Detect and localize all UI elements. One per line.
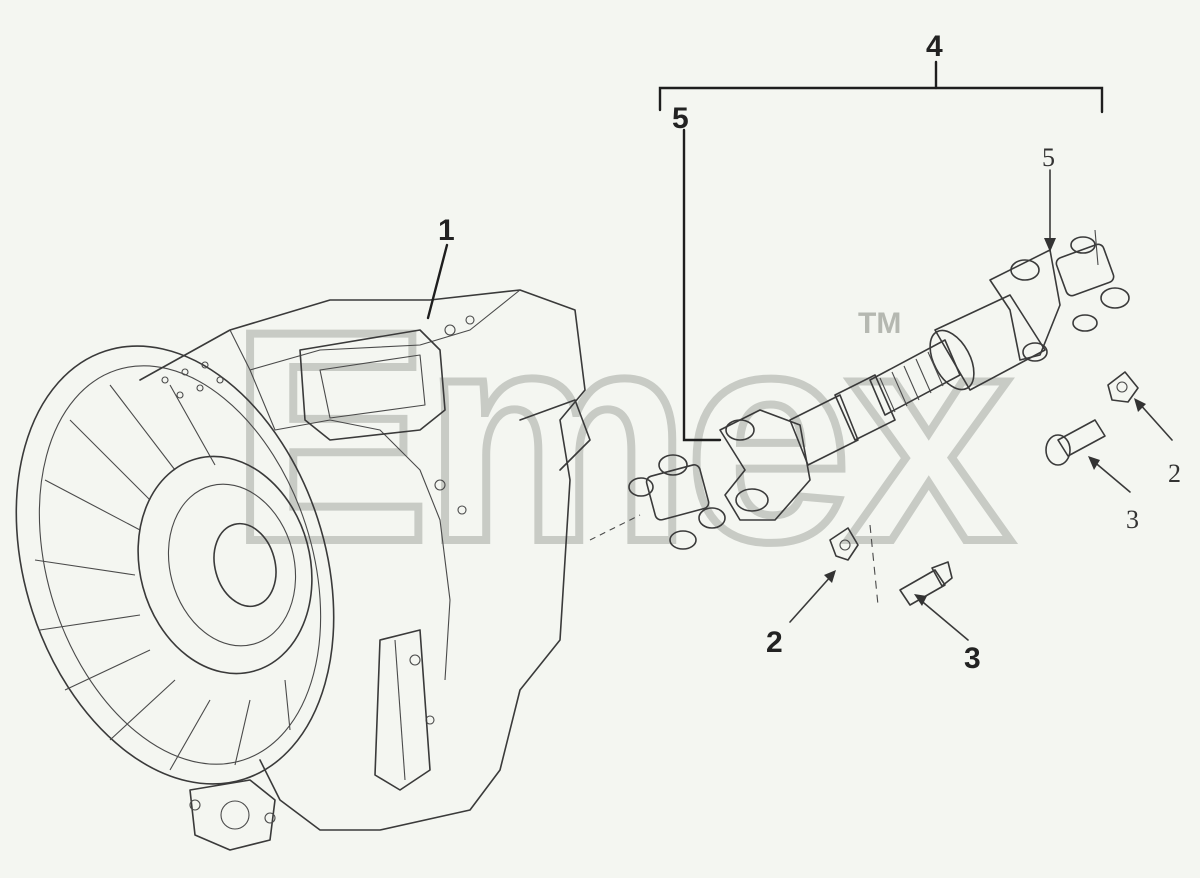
callout-5-left: 5 [672,102,689,135]
watermark-trademark: TM [858,307,901,340]
bolt-right [1057,419,1106,457]
fasteners [829,371,1139,606]
lock-plate-right [1107,371,1139,403]
input-shaft-bore [213,522,277,608]
case-side-edge [249,369,451,681]
case-body-outline [139,289,586,831]
bolt-holes [161,315,475,725]
leader-5a [682,128,722,442]
leaders [426,60,1173,641]
bell-housing-inner-rim [38,365,322,765]
leader-2b [1137,401,1173,441]
rear-yoke-ear-top [1010,259,1040,281]
front-cover [137,455,313,675]
front-yoke [719,409,811,521]
callout-2-lower: 2 [766,626,783,659]
rear-output-boss [519,399,591,471]
bell-housing-ribs [34,384,291,771]
spline-section [869,339,961,416]
rear-yoke-ear-bottom [1022,342,1048,362]
yoke-ear-top [725,419,755,441]
assembly-bracket [658,86,1104,114]
callout-labels: 1 4 5 5 2 3 2 3 [438,30,1181,675]
bolt-lower [899,569,946,606]
lock-plate-lower [829,527,859,561]
stub-shaft [789,394,859,466]
transmission-housing [15,289,591,851]
assembly-axis-line [589,514,641,541]
callout-4: 4 [926,30,943,63]
leader-1 [426,243,449,320]
callout-5-right: 5 [1042,143,1055,172]
front-universal-joint [628,454,726,550]
leader-3a [917,597,969,641]
control-valve-block [299,329,446,441]
callout-2-right: 2 [1168,459,1181,488]
rear-universal-joint [1055,229,1130,332]
spline-lines [879,351,944,413]
leader-2a [789,574,833,623]
case-top-edge [229,289,521,371]
callout-1: 1 [438,214,455,247]
shaft-tube-end [929,329,975,391]
bolt-right-head [1045,434,1071,466]
callout-3-right: 3 [1126,505,1139,534]
yoke-ear-bottom [735,488,769,512]
leader-3b [1091,459,1131,493]
slip-nut [834,374,896,441]
filter-housing [374,629,431,791]
bell-housing-rim [15,345,335,785]
watermark: Emex TM [226,264,1024,608]
output-flange [189,779,276,851]
front-cover-inner [167,483,297,647]
callout-3-lower: 3 [964,642,981,675]
drive-shaft-assembly [589,229,1130,550]
control-valve-cover [319,354,426,419]
